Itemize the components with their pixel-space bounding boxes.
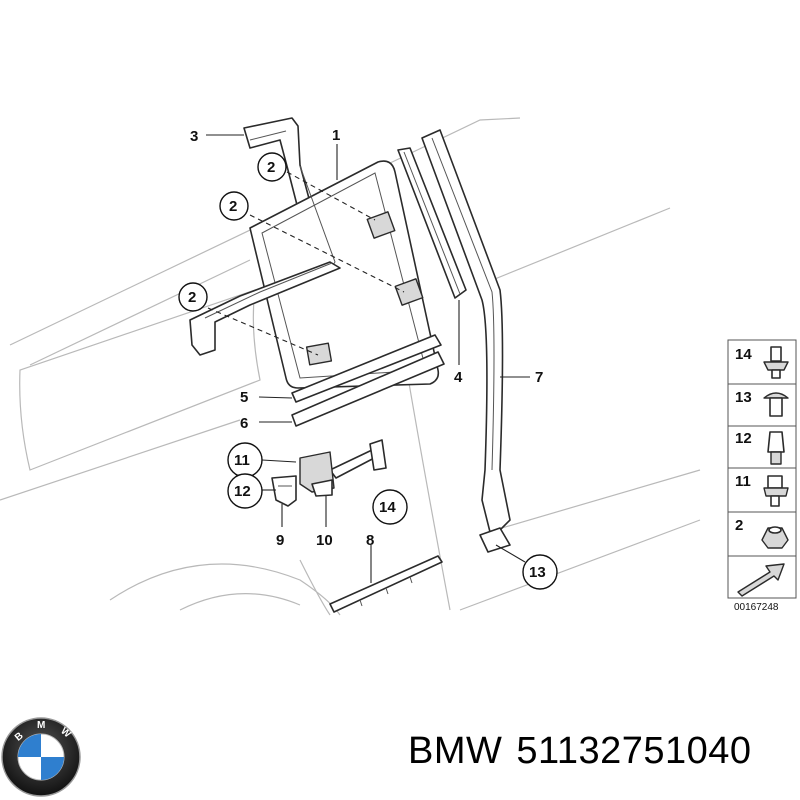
label-1: 1	[332, 127, 340, 144]
label-10: 10	[316, 532, 333, 549]
label-2-circle-a	[257, 152, 287, 182]
part-9-hinge	[271, 475, 297, 507]
part-number: 51132751040	[516, 730, 752, 772]
part-4-channel	[397, 147, 467, 299]
leader-lines	[206, 134, 530, 583]
part-10-door-check	[299, 439, 387, 497]
part-caption: BMW 51132751040	[408, 730, 766, 773]
label-2-circle-b	[219, 191, 249, 221]
brand-name: BMW	[408, 730, 503, 772]
label-12: 12	[234, 483, 251, 500]
label-8: 8	[366, 532, 374, 549]
callout-labels: 3 1 2 2 2 5 6 11 12 9 10 8 14 4 7 13	[178, 127, 558, 590]
legend-label-14: 14	[735, 346, 752, 363]
direction-arrow-icon	[737, 563, 785, 597]
nut-2-icon	[761, 526, 789, 549]
clip-11-icon	[763, 475, 789, 507]
label-5: 5	[240, 389, 248, 406]
clip-13-icon	[763, 392, 789, 417]
part-6-belt-moulding	[291, 351, 445, 427]
legend-label-2: 2	[735, 517, 743, 534]
svg-text:M: M	[37, 720, 45, 731]
part-8-sill-strip	[329, 555, 443, 613]
label-3: 3	[190, 128, 198, 145]
label-2a: 2	[267, 159, 275, 176]
label-11: 11	[234, 452, 250, 469]
label-7: 7	[535, 369, 543, 386]
label-13: 13	[529, 564, 546, 581]
drawing-number: 00167248	[734, 602, 779, 613]
label-9: 9	[276, 532, 284, 549]
car-body-outline	[0, 117, 701, 616]
clip-12-icon	[767, 431, 785, 465]
legend-label-13: 13	[735, 389, 752, 406]
label-6: 6	[240, 415, 248, 432]
label-4: 4	[454, 369, 463, 386]
part-7-pillar-seal	[421, 129, 511, 553]
label-14-circle	[372, 489, 408, 525]
bmw-logo-icon: B M W	[1, 717, 81, 797]
part-2c-seal-bracket	[189, 261, 341, 356]
legend-label-11: 11	[735, 473, 751, 490]
label-2b: 2	[229, 198, 237, 215]
legend-label-12: 12	[735, 430, 752, 447]
label-13-circle	[522, 554, 558, 590]
clip-14-icon	[763, 346, 789, 379]
label-12-circle	[227, 473, 263, 509]
fastener-legend: 14 13 12 11 2 00167248	[727, 339, 797, 613]
label-14: 14	[379, 499, 396, 516]
label-2c: 2	[188, 289, 196, 306]
label-2-circle-c	[178, 282, 208, 312]
part-5-belt-moulding	[291, 334, 442, 403]
